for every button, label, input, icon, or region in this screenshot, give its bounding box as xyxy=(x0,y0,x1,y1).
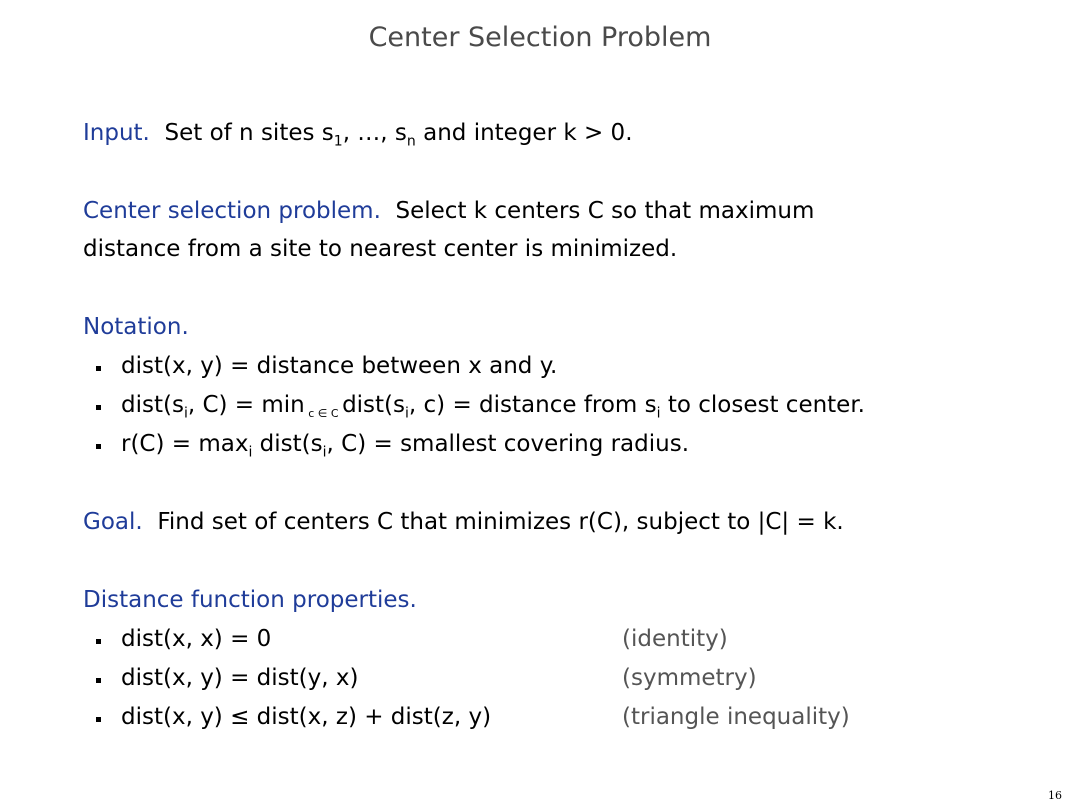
distance-formula-2: dist(x, y) = dist(y, x) xyxy=(121,665,359,691)
notation-text-2a: dist(s xyxy=(121,392,184,418)
input-heading: Input. xyxy=(83,120,150,146)
distance-note-1: (identity) xyxy=(622,626,728,652)
distance-note-3: (triangle inequality) xyxy=(622,704,850,730)
goal-line: Goal. Find set of centers C that minimiz… xyxy=(83,509,844,535)
notation-bullet-3: r(C) = maxi dist(si, C) = smallest cover… xyxy=(96,431,689,461)
center-problem-text-1: Select k centers C so that maximum xyxy=(395,198,815,224)
distance-heading: Distance function properties. xyxy=(83,587,417,613)
input-text-2: , …, s xyxy=(342,120,407,146)
notation-bullet-1: dist(x, y) = distance between x and y. xyxy=(96,353,557,379)
center-problem-line-1: Center selection problem. Select k cente… xyxy=(83,198,814,224)
page-title: Center Selection Problem xyxy=(368,22,712,53)
distance-bullet-3: dist(x, y) ≤ dist(x, z) + dist(z, y) xyxy=(96,704,491,730)
bullet-icon xyxy=(96,678,101,683)
input-sub-n: n xyxy=(406,133,416,150)
notation-sub-i: i xyxy=(183,405,188,422)
bullet-icon xyxy=(96,717,101,722)
center-problem-line-2: distance from a site to nearest center i… xyxy=(83,236,678,262)
notation-sub-i: i xyxy=(656,405,661,422)
page-number: 16 xyxy=(1048,789,1062,802)
notation-sub-c-in-C: c ∈ C xyxy=(304,407,343,420)
notation-text-3c: , C) = smallest covering radius. xyxy=(326,431,690,457)
center-problem-heading: Center selection problem. xyxy=(83,198,381,224)
notation-text-2c: dist(s xyxy=(342,392,406,418)
distance-bullet-1: dist(x, x) = 0 xyxy=(96,626,271,652)
notation-text-3b: dist(s xyxy=(252,431,323,457)
notation-sub-i: i xyxy=(405,405,409,422)
input-sub-1: 1 xyxy=(333,133,343,150)
notation-text-1: dist(x, y) = distance between x and y. xyxy=(121,353,558,379)
distance-formula-3: dist(x, y) ≤ dist(x, z) + dist(z, y) xyxy=(121,704,492,730)
notation-text-2d: , c) = distance from s xyxy=(408,392,657,418)
bullet-icon xyxy=(96,639,101,644)
bullet-icon xyxy=(96,444,101,449)
notation-text-2b: , C) = min xyxy=(187,392,305,418)
distance-formula-1: dist(x, x) = 0 xyxy=(121,626,272,652)
goal-text: Find set of centers C that minimizes r(C… xyxy=(157,509,844,535)
input-text-1: Set of n sites s xyxy=(164,120,334,146)
goal-heading: Goal. xyxy=(83,509,143,535)
input-text-3: and integer k > 0. xyxy=(415,120,633,146)
notation-bullet-2: dist(si, C) = min c ∈ C dist(si, c) = di… xyxy=(96,392,865,422)
bullet-icon xyxy=(96,366,101,371)
notation-sub-i: i xyxy=(248,444,253,461)
notation-text-2e: to closest center. xyxy=(660,392,865,418)
notation-heading: Notation. xyxy=(83,314,189,340)
notation-text-3a: r(C) = max xyxy=(121,431,249,457)
bullet-icon xyxy=(96,405,101,410)
notation-sub-i: i xyxy=(322,444,327,461)
distance-bullet-2: dist(x, y) = dist(y, x) xyxy=(96,665,358,691)
distance-note-2: (symmetry) xyxy=(622,665,757,691)
input-line: Input. Set of n sites s1, …, sn and inte… xyxy=(83,120,633,150)
